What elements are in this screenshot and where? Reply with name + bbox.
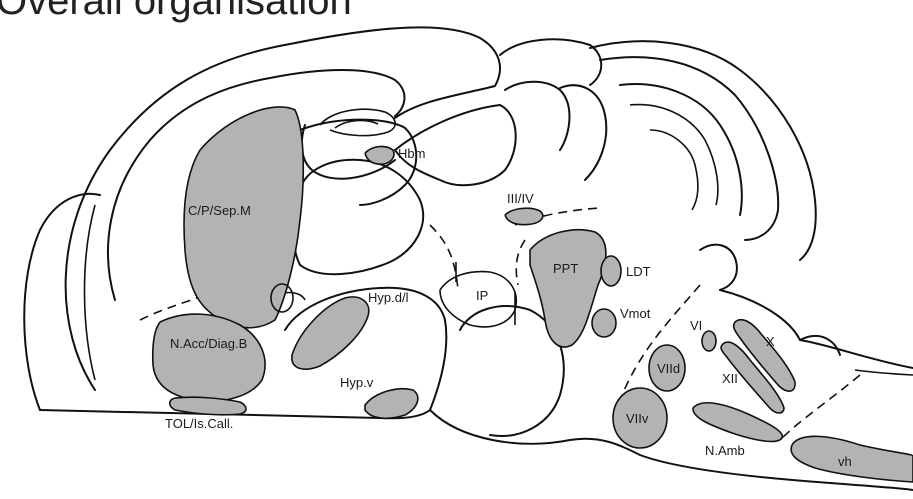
region-vi xyxy=(702,331,716,351)
brain-regions xyxy=(153,107,913,482)
label-vi: VI xyxy=(690,318,702,333)
region-hyp-v xyxy=(365,389,418,419)
region-hbm xyxy=(365,146,394,164)
label-hbm: Hbm xyxy=(398,146,425,161)
label-cp-sep: C/P/Sep.M xyxy=(188,203,251,218)
region-n-amb xyxy=(693,403,782,442)
label-iii-iv: III/IV xyxy=(507,191,534,206)
label-vmot: Vmot xyxy=(620,306,651,321)
region-hyp-dl xyxy=(292,297,369,369)
label-hyp-dl: Hyp.d/l xyxy=(368,290,409,305)
label-x: X xyxy=(766,334,775,349)
label-ip: IP xyxy=(476,288,488,303)
label-xii: XII xyxy=(722,371,738,386)
label-ldt: LDT xyxy=(626,264,651,279)
region-vmot xyxy=(592,309,616,337)
label-tol: TOL/Is.Call. xyxy=(165,416,233,431)
region-ldt xyxy=(601,256,621,286)
label-vh: vh xyxy=(838,454,852,469)
label-viiv: VIIv xyxy=(626,411,649,426)
region-tol xyxy=(170,397,246,415)
label-n-acc: N.Acc/Diag.B xyxy=(170,336,247,351)
region-vh xyxy=(791,436,913,482)
brain-outlines xyxy=(24,27,913,490)
label-n-amb: N.Amb xyxy=(705,443,745,458)
region-iii-iv xyxy=(505,208,543,224)
label-viid: VIId xyxy=(657,361,680,376)
label-ppt: PPT xyxy=(553,261,578,276)
label-hyp-v: Hyp.v xyxy=(340,375,374,390)
